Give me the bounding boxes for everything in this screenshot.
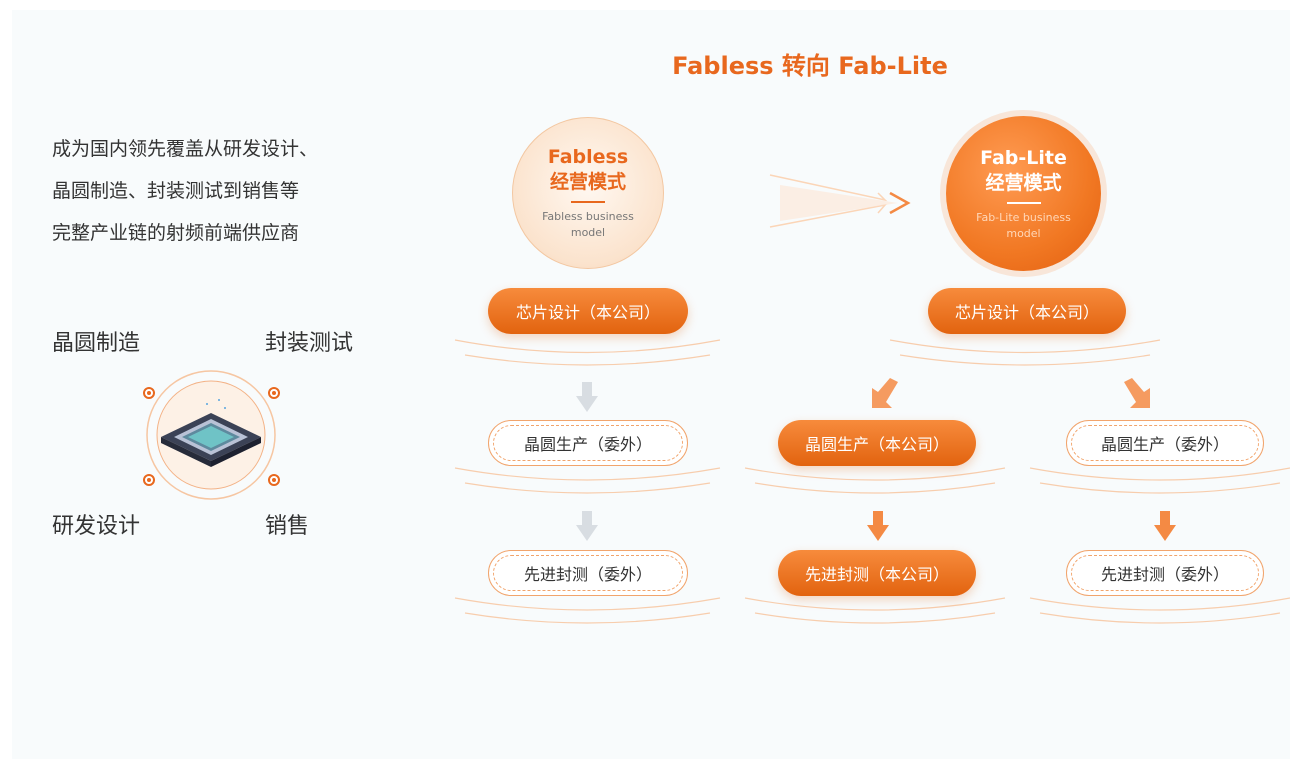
step-label: 先进封测（委外）	[1100, 565, 1229, 584]
fablite-model-circle: Fab-Lite 经营模式 Fab-Lite business model	[946, 116, 1101, 271]
chip-icon	[143, 370, 280, 500]
arrow-down-icon	[867, 511, 889, 541]
fablite-packaging-own-step: 先进封测（本公司）	[778, 550, 976, 596]
step-label: 晶圆生产（委外）	[1100, 435, 1229, 454]
divider	[571, 201, 605, 203]
fablite-wafer-out-step: 晶圆生产（委外）	[1066, 420, 1264, 466]
fablite-subtitle: Fab-Lite business model	[976, 210, 1071, 240]
fabless-model-circle: Fabless 经营模式 Fabless business model	[512, 117, 664, 269]
step-label: 晶圆生产（委外）	[523, 435, 652, 454]
page-title: Fabless 转向 Fab-Lite	[672, 52, 948, 80]
chain-label-wafer-manufacturing: 晶圆制造	[52, 331, 141, 356]
arrow-down-icon	[1154, 511, 1176, 541]
transition-arrow-icon	[690, 152, 911, 254]
fabless-subtitle: Fabless business model	[542, 210, 634, 239]
fabless-title: Fabless	[547, 146, 629, 168]
fabless-chip-design-step: 芯片设计（本公司）	[488, 288, 688, 334]
fablite-chip-design-step: 芯片设计（本公司）	[928, 288, 1126, 334]
fabless-wafer-step: 晶圆生产（委外）	[488, 420, 688, 466]
arrow-down-right-icon	[1124, 378, 1150, 408]
chain-label-sales: 销售	[265, 514, 310, 539]
chain-label-rd-design: 研发设计	[52, 514, 141, 539]
step-label: 先进封测（委外）	[523, 565, 652, 584]
fabless-packaging-step: 先进封测（委外）	[488, 550, 688, 596]
company-description: 成为国内领先覆盖从研发设计、 晶圆制造、封装测试到销售等 完整产业链的射频前端供…	[52, 128, 412, 254]
chain-label-packaging-testing: 封装测试	[265, 331, 354, 356]
fablite-packaging-out-step: 先进封测（委外）	[1066, 550, 1264, 596]
arrow-down-icon	[576, 382, 598, 412]
fablite-title-cn: 经营模式	[985, 171, 1062, 194]
arrow-down-left-icon	[872, 378, 898, 408]
fabless-title-cn: 经营模式	[549, 171, 626, 193]
fablite-title: Fab-Lite	[980, 146, 1067, 169]
divider	[1006, 201, 1041, 204]
arrow-down-icon	[576, 511, 598, 541]
description-line: 成为国内领先覆盖从研发设计、	[52, 138, 319, 160]
decorative-rings	[454, 339, 1290, 624]
description-line: 晶圆制造、封装测试到销售等	[52, 180, 300, 202]
fablite-wafer-own-step: 晶圆生产（本公司）	[778, 420, 976, 466]
description-line: 完整产业链的射频前端供应商	[52, 222, 300, 244]
